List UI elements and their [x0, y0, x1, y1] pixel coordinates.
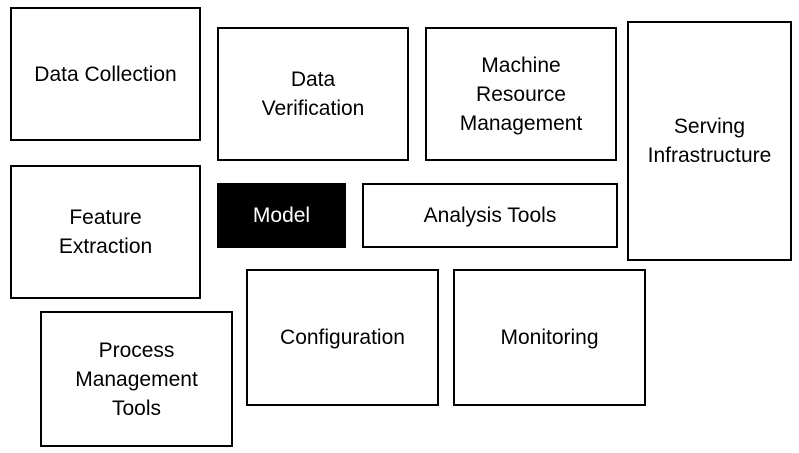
monitoring-label: Monitoring [500, 326, 599, 349]
feature-extraction-box: Feature Extraction [10, 165, 201, 299]
machine-resource-management-box: Machine Resource Management [425, 27, 617, 161]
data-collection-box: Data Collection [10, 7, 201, 141]
data-verification-label: Data Verification [261, 68, 365, 120]
machine-resource-management-label: Machine Resource Management [459, 53, 583, 135]
monitoring-box: Monitoring [453, 269, 646, 406]
analysis-tools-box: Analysis Tools [362, 183, 618, 248]
data-verification-box: Data Verification [217, 27, 409, 161]
serving-infrastructure-box: Serving Infrastructure [627, 21, 792, 261]
model-box: Model [217, 183, 346, 248]
process-management-tools-label: Process Management Tools [75, 338, 198, 420]
analysis-tools-label: Analysis Tools [423, 204, 557, 227]
configuration-label: Configuration [280, 326, 405, 349]
data-collection-label: Data Collection [34, 62, 177, 86]
process-management-tools-box: Process Management Tools [40, 311, 233, 447]
configuration-box: Configuration [246, 269, 439, 406]
serving-infrastructure-label: Serving Infrastructure [647, 115, 772, 167]
model-label: Model [252, 204, 311, 227]
feature-extraction-label: Feature Extraction [58, 206, 153, 258]
